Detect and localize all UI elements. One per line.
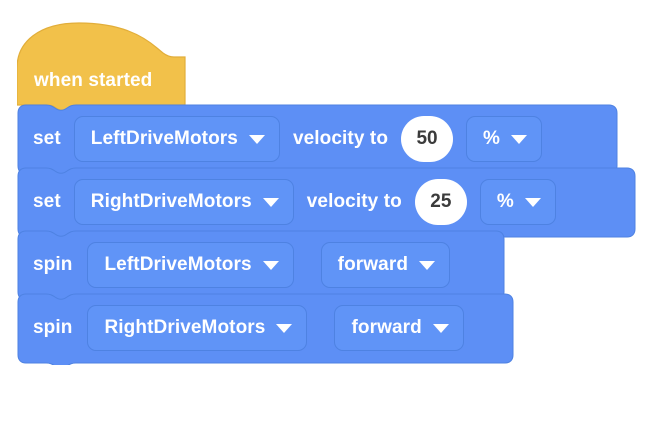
velocity-value-input[interactable]: 50 [401, 116, 454, 162]
velocity-unit-dropdown[interactable]: % [466, 116, 543, 162]
motor-group-value: LeftDriveMotors [90, 128, 238, 149]
chevron-down-icon [511, 135, 528, 144]
when-started-hat-block[interactable]: when started [17, 22, 186, 111]
motor-group-dropdown[interactable]: RightDriveMotors [73, 179, 294, 225]
block-command-label: spin [33, 254, 73, 275]
velocity-unit-dropdown[interactable]: % [479, 179, 556, 225]
spin-direction-dropdown[interactable]: forward [334, 305, 464, 351]
motor-group-value: RightDriveMotors [90, 191, 252, 212]
motor-group-dropdown[interactable]: RightDriveMotors [87, 305, 308, 351]
block-set-left-velocity[interactable]: set LeftDriveMotors velocity to 50 % [17, 104, 618, 176]
block-spin-left[interactable]: spin LeftDriveMotors forward [17, 230, 505, 302]
block-stack: when started set LeftDriveMotors velocit… [17, 22, 636, 365]
block-spin-right[interactable]: spin RightDriveMotors forward [17, 293, 514, 365]
velocity-unit-value: % [483, 128, 501, 149]
block-set-right-velocity[interactable]: set RightDriveMotors velocity to 25 % [17, 167, 636, 239]
block-command-label: set [33, 191, 61, 212]
chevron-down-icon [276, 324, 293, 333]
hat-block-shape [17, 22, 186, 111]
chevron-down-icon [248, 135, 265, 144]
velocity-unit-value: % [496, 191, 514, 212]
motor-group-value: RightDriveMotors [104, 317, 266, 338]
chevron-down-icon [432, 324, 449, 333]
chevron-down-icon [419, 261, 436, 270]
block-command-label: spin [33, 317, 73, 338]
chevron-down-icon [262, 198, 279, 207]
chevron-down-icon [262, 261, 279, 270]
motor-group-dropdown[interactable]: LeftDriveMotors [87, 242, 294, 288]
hat-block-label: when started [34, 70, 153, 91]
motor-group-value: LeftDriveMotors [104, 254, 252, 275]
velocity-value-input[interactable]: 25 [414, 179, 467, 225]
velocity-to-label: velocity to [306, 191, 402, 212]
spin-direction-value: forward [351, 317, 422, 338]
chevron-down-icon [524, 198, 541, 207]
motor-group-dropdown[interactable]: LeftDriveMotors [73, 116, 280, 162]
velocity-to-label: velocity to [292, 128, 389, 149]
block-command-label: set [33, 128, 61, 149]
spin-direction-value: forward [337, 254, 409, 275]
spin-direction-dropdown[interactable]: forward [320, 242, 451, 288]
